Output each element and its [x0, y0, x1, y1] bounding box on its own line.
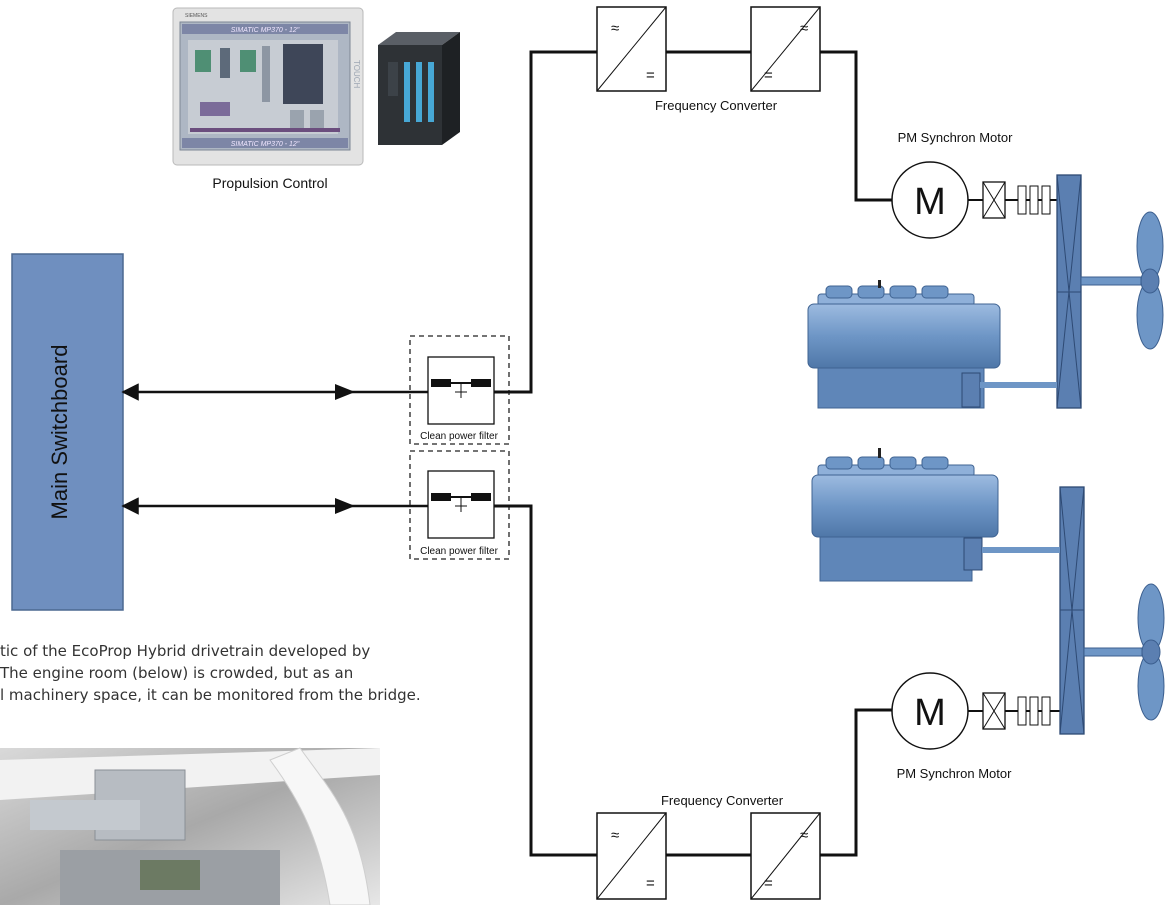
power-line-top — [121, 383, 428, 401]
hmi-title-top: SIMATIC MP370 - 12" — [231, 27, 300, 34]
power-line-bottom — [121, 497, 428, 515]
frequency-converter-bottom-label: Frequency Converter — [661, 793, 784, 808]
propeller-top — [1080, 211, 1164, 350]
propulsion-control-plc-module — [378, 32, 460, 145]
svg-text:≈: ≈ — [611, 827, 619, 844]
svg-text:=: = — [646, 875, 655, 892]
engine-room-photo — [0, 747, 380, 905]
frequency-converter-top-label: Frequency Converter — [655, 98, 778, 113]
svg-text:≈: ≈ — [800, 20, 808, 37]
caption-line-3: l machinery space, it can be monitored f… — [0, 686, 421, 704]
gearbox-top — [1056, 174, 1082, 409]
clean-power-filter-top: Clean power filter — [409, 335, 510, 445]
diesel-engine-top — [807, 280, 1057, 409]
pm-motor-top-label: PM Synchron Motor — [898, 130, 1014, 145]
svg-text:=: = — [764, 67, 773, 84]
hmi-process-graphic — [188, 40, 340, 134]
converter-block-bottom-1: ≈ = — [596, 812, 667, 900]
pm-motor-bottom: M PM Synchron Motor — [891, 672, 1060, 781]
propeller-bottom — [1083, 583, 1165, 721]
gearbox-bottom — [1059, 486, 1085, 735]
hmi-title-bottom: SIMATIC MP370 - 12" — [231, 141, 300, 148]
svg-text:≈: ≈ — [800, 827, 808, 844]
figure-caption: tic of the EcoProp Hybrid drivetrain dev… — [0, 640, 520, 706]
wiring — [494, 50, 892, 857]
converter-block-bottom-2: ≈ = — [750, 812, 821, 900]
main-switchboard — [11, 253, 124, 611]
main-switchboard-label: Main Switchboard — [47, 345, 72, 520]
converter-block-top-1: ≈ = — [596, 6, 667, 92]
clean-power-filter-bottom: Clean power filter — [409, 450, 510, 560]
hmi-brand-text: SIEMENS — [185, 13, 208, 19]
svg-text:=: = — [764, 875, 773, 892]
pm-motor-bottom-label: PM Synchron Motor — [897, 766, 1013, 781]
motor-top-symbol: M — [914, 181, 946, 223]
propulsion-control-hmi-panel: SIMATIC MP370 - 12" SIMATIC MP370 - 12" … — [172, 7, 364, 166]
frequency-converter-bottom: Frequency Converter ≈ = ≈ = — [596, 793, 821, 900]
caption-line-1: tic of the EcoProp Hybrid drivetrain dev… — [0, 642, 371, 660]
caption-line-2: The engine room (below) is crowded, but … — [0, 664, 354, 682]
propulsion-control-label: Propulsion Control — [212, 175, 327, 191]
motor-bottom-symbol: M — [914, 692, 946, 734]
svg-text:=: = — [646, 67, 655, 84]
clean-power-filter-top-label: Clean power filter — [420, 431, 498, 442]
svg-text:≈: ≈ — [611, 20, 619, 37]
hmi-side-text: TOUCH — [352, 60, 361, 89]
frequency-converter-top: ≈ = ≈ = Frequency Converter — [596, 6, 821, 113]
pm-motor-top: PM Synchron Motor M — [891, 130, 1057, 239]
converter-block-top-2: ≈ = — [750, 6, 821, 92]
clean-power-filter-bottom-label: Clean power filter — [420, 546, 498, 557]
diesel-engine-bottom — [811, 448, 1060, 582]
